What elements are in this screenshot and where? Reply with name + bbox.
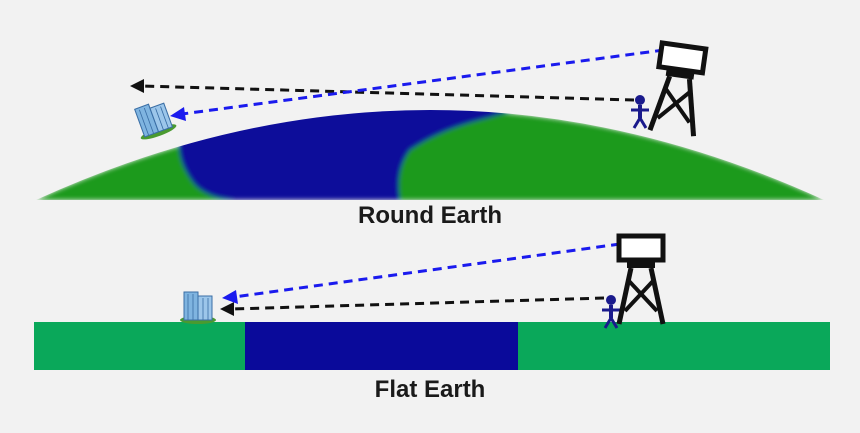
watchtower-icon bbox=[619, 236, 663, 324]
round-earth-panel bbox=[36, 43, 824, 200]
building-icon bbox=[179, 291, 217, 325]
arrowhead-icon bbox=[170, 107, 186, 121]
person-sight-line-flat bbox=[231, 296, 605, 311]
flat-earth-land-left bbox=[34, 322, 245, 370]
arrowhead-icon bbox=[220, 302, 234, 316]
arrowhead-icon bbox=[222, 290, 238, 304]
watchtower-icon bbox=[650, 43, 706, 136]
arrowhead-icon bbox=[130, 79, 144, 93]
flat-earth-panel bbox=[34, 236, 830, 370]
flat-earth-water bbox=[245, 322, 518, 370]
building-icon bbox=[130, 97, 179, 143]
flat-earth-caption: Flat Earth bbox=[374, 376, 486, 403]
person-sight-line-round bbox=[141, 84, 635, 102]
tower-sight-line-flat bbox=[233, 242, 621, 299]
round-earth-surface bbox=[36, 110, 824, 200]
flat-earth-land-right bbox=[518, 322, 830, 370]
tower-sight-line-round bbox=[181, 48, 665, 116]
round-earth-caption: Round Earth bbox=[358, 202, 502, 229]
